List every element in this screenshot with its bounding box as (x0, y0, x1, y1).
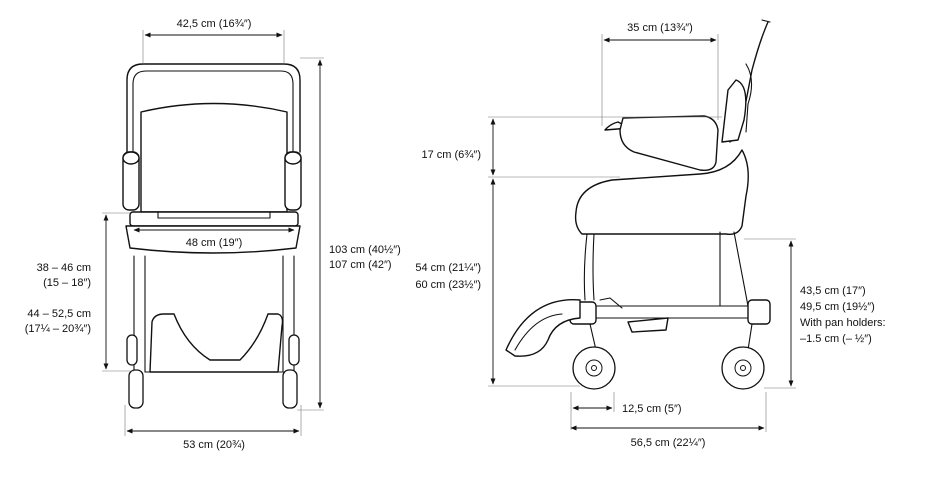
overall-width-label: 53 cm (20¾) (183, 439, 245, 451)
overall-height-label-2: 107 cm (42″) (329, 259, 392, 271)
clearance-label-3: With pan holders: (800, 317, 886, 329)
armrest-length-label: 35 cm (13¾″) (627, 22, 693, 34)
clearance-label-2: 49,5 cm (19½″) (800, 301, 875, 313)
seat-height-alt-label-1: 44 – 52,5 cm (27, 308, 91, 320)
wheel-offset-label: 12,5 cm (5″) (622, 403, 682, 415)
overall-height-label-1: 103 cm (40½″) (329, 244, 401, 256)
side-view-chair (505, 19, 771, 390)
clearance-label-4: –1.5 cm (– ½″) (800, 333, 872, 345)
armrest-height-label: 17 cm (6¾″) (421, 149, 481, 161)
front-view-chair (122, 63, 302, 409)
seat-height-label-2: (15 – 18″) (43, 277, 91, 289)
seat-height-label-1: 38 – 46 cm (37, 262, 91, 274)
seat-width-label: 48 cm (19″) (186, 237, 242, 249)
side-view-dimensions: 35 cm (13¾″) 17 cm (6¾″) 54 cm (21¼″) 60… (415, 22, 885, 449)
side-seat-height-label-1: 54 cm (21¼″) (415, 262, 481, 274)
seat-height-alt-label-2: (17¼ – 20¾″) (25, 323, 91, 335)
front-view-dimensions: 42,5 cm (16¾″) 48 cm (19″) 103 cm (40½″)… (25, 18, 401, 451)
top-width-label: 42,5 cm (16¾″) (177, 18, 252, 30)
side-seat-height-label-2: 60 cm (23½″) (415, 279, 481, 291)
overall-depth-label: 56,5 cm (22¼″) (631, 437, 706, 449)
clearance-label-1: 43,5 cm (17″) (800, 285, 866, 297)
